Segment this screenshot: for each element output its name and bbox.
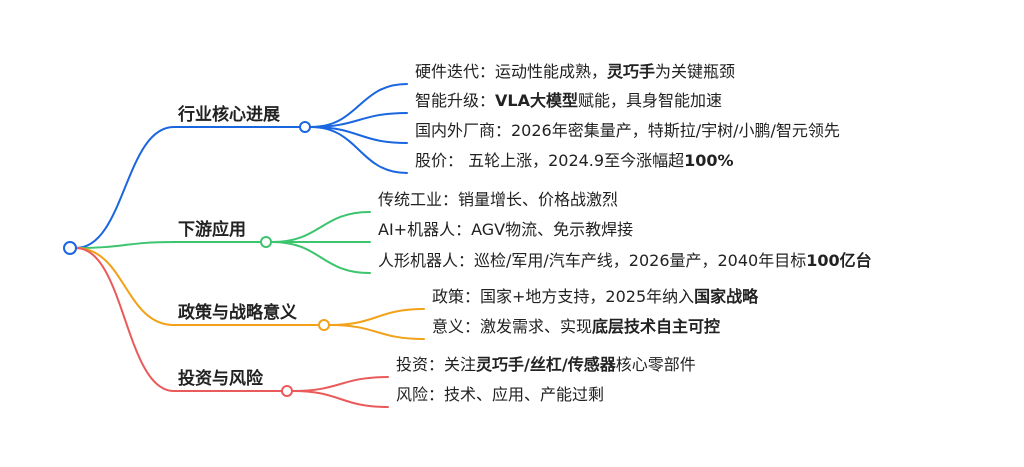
leaf-bold-text: 国家战略 xyxy=(694,287,759,306)
leaf-link-0-0 xyxy=(310,83,408,128)
leaf-text: AI+机器人：AGV物流、免示教焊接 xyxy=(378,220,634,239)
leaf-bold-text: VLA大模型 xyxy=(495,91,578,110)
leaf-0-2[interactable]: 国内外厂商：2026年密集量产，特斯拉/宇树/小鹏/智元领先 xyxy=(415,120,840,142)
leaf-1-2[interactable]: 人形机器人：巡检/军用/汽车产线，2026量产，2040年目标100亿台 xyxy=(378,250,872,272)
leaf-link-1-2 xyxy=(271,241,371,274)
leaf-text: 为关键瓶颈 xyxy=(655,62,736,81)
leaf-text: 硬件迭代：运动性能成熟， xyxy=(415,62,608,81)
leaf-bold-text: 灵巧手 xyxy=(607,62,656,81)
leaf-bold-text: 100% xyxy=(684,151,734,170)
leaf-text: 传统工业：销量增长、价格战激烈 xyxy=(378,190,619,209)
leaf-text: 智能升级： xyxy=(415,91,496,110)
branch-node-1[interactable] xyxy=(260,236,272,248)
leaf-3-1[interactable]: 风险：技术、应用、产能过剩 xyxy=(396,384,604,406)
leaf-2-0[interactable]: 政策：国家+地方支持，2025年纳入国家战略 xyxy=(432,286,758,308)
leaf-bold-text: 灵巧手/丝杠/传感器 xyxy=(476,355,616,374)
branch-node-2[interactable] xyxy=(318,319,330,331)
leaf-bold-text: 100亿台 xyxy=(806,251,872,270)
leaf-link-1-0 xyxy=(271,211,371,243)
branch-link-2 xyxy=(75,247,319,326)
branch-link-3 xyxy=(75,247,282,392)
leaf-2-1[interactable]: 意义：激发需求、实现底层技术自主可控 xyxy=(432,316,720,338)
branch-label-3[interactable]: 投资与风险 xyxy=(178,369,263,389)
leaf-link-0-3 xyxy=(310,126,408,174)
leaf-text: 核心零部件 xyxy=(615,355,696,374)
branch-label-2[interactable]: 政策与战略意义 xyxy=(178,303,297,323)
leaf-text: 国内外厂商：2026年密集量产，特斯拉/宇树/小鹏/智元领先 xyxy=(415,121,840,140)
leaf-0-3[interactable]: 股价： 五轮上涨，2024.9至今涨幅超100% xyxy=(415,150,734,172)
leaf-link-2-1 xyxy=(329,324,425,340)
branch-link-0 xyxy=(75,126,300,249)
leaf-text: 政策：国家+地方支持，2025年纳入 xyxy=(432,287,695,306)
leaf-link-3-1 xyxy=(292,390,389,408)
leaf-bold-text: 底层技术自主可控 xyxy=(592,317,721,336)
branch-label-1[interactable]: 下游应用 xyxy=(178,220,246,240)
leaf-link-2-0 xyxy=(329,308,425,326)
leaf-text: 人形机器人：巡检/军用/汽车产线，2026量产，2040年目标 xyxy=(378,251,807,270)
leaf-0-1[interactable]: 智能升级：VLA大模型赋能，具身智能加速 xyxy=(415,90,722,112)
leaf-1-1[interactable]: AI+机器人：AGV物流、免示教焊接 xyxy=(378,219,633,241)
leaf-text: 投资：关注 xyxy=(396,355,477,374)
leaf-text: 赋能，具身智能加速 xyxy=(577,91,722,110)
leaf-text: 股价： 五轮上涨，2024.9至今涨幅超 xyxy=(415,151,685,170)
leaf-1-0[interactable]: 传统工业：销量增长、价格战激烈 xyxy=(378,189,618,211)
leaf-link-3-0 xyxy=(292,376,389,392)
leaf-3-0[interactable]: 投资：关注灵巧手/丝杠/传感器核心零部件 xyxy=(396,354,696,376)
leaf-text: 风险：技术、应用、产能过剩 xyxy=(396,385,605,404)
branch-node-0[interactable] xyxy=(299,121,311,133)
root-node[interactable] xyxy=(63,241,77,255)
leaf-text: 意义：激发需求、实现 xyxy=(432,317,593,336)
branch-label-0[interactable]: 行业核心进展 xyxy=(178,105,280,125)
branch-link-1 xyxy=(75,241,261,249)
branch-node-3[interactable] xyxy=(281,385,293,397)
leaf-0-0[interactable]: 硬件迭代：运动性能成熟，灵巧手为关键瓶颈 xyxy=(415,61,735,83)
